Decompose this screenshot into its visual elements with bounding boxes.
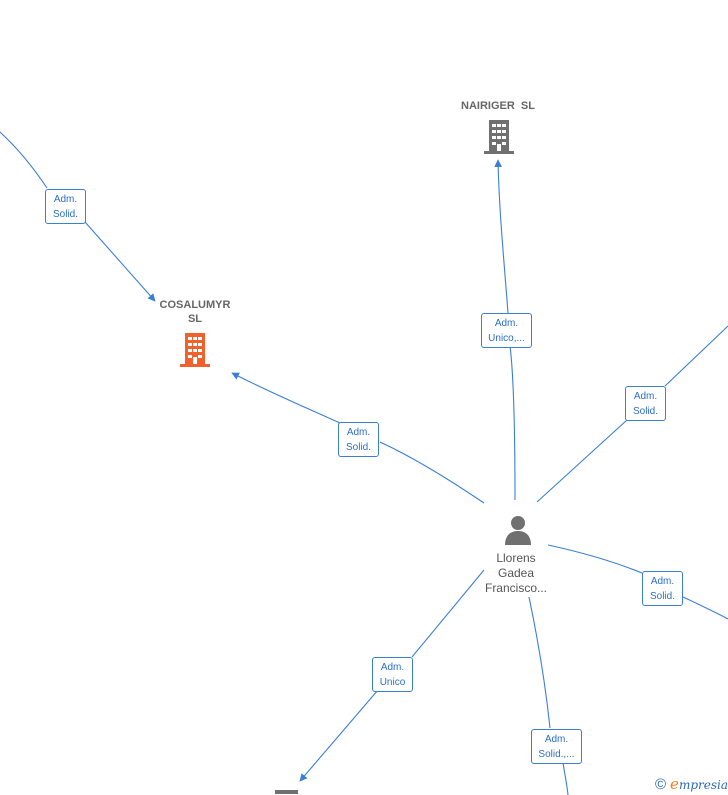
edge-label-line: Solid. xyxy=(345,442,371,453)
building-icon[interactable] xyxy=(482,118,516,155)
edge-label-badge[interactable]: Adm. Solid. xyxy=(338,422,379,457)
edge-person-to-cosalumyr xyxy=(232,373,485,504)
company-name-line: SL xyxy=(187,313,203,325)
company-name-nairiger[interactable]: NAIRIGER SL xyxy=(461,100,535,112)
edge-label-line: Adm. xyxy=(53,194,78,205)
edge-label-badge[interactable]: Adm. Solid. xyxy=(45,189,86,224)
edge-label-line: Adm. xyxy=(346,427,371,438)
edge-person-to-right-middle xyxy=(547,544,728,620)
edge-label-line: Solid. xyxy=(52,209,78,220)
edge-label-line: Solid. xyxy=(632,406,658,417)
edge-label-line: Unico xyxy=(379,677,406,688)
person-name-llorens[interactable]: Llorens Gadea Francisco... xyxy=(466,551,566,596)
edge-person-to-right-upper xyxy=(536,325,728,503)
brand-name: mpresia xyxy=(678,778,728,792)
edge-topleft-to-cosalumyr xyxy=(0,131,155,301)
person-name-line: Francisco... xyxy=(484,581,547,595)
edge-label-line: Adm. xyxy=(650,576,675,587)
partial-node-icon[interactable] xyxy=(275,790,298,794)
edge-label-line: Solid.,... xyxy=(538,749,575,760)
edge-label-badge[interactable]: Adm. Solid.,... xyxy=(531,729,582,764)
edge-person-to-bottom xyxy=(528,596,569,795)
empresia-watermark: ©empresia xyxy=(655,775,728,793)
company-name-cosalumyr[interactable]: COSALUMYR SL xyxy=(145,298,245,326)
person-name-line: Gadea xyxy=(497,566,535,580)
person-name-line: Llorens xyxy=(496,551,536,565)
brand-initial: e xyxy=(670,775,679,793)
edge-label-line: Adm. xyxy=(544,734,569,745)
person-icon[interactable] xyxy=(503,514,533,546)
edge-person-to-bottom-left xyxy=(300,569,485,781)
company-name-line: COSALUMYR xyxy=(159,299,231,311)
edge-label-line: Adm. xyxy=(380,662,405,673)
edge-label-line: Unico,... xyxy=(488,333,525,344)
edge-person-to-nairiger xyxy=(498,160,516,501)
edge-label-badge[interactable]: Adm. Solid. xyxy=(642,571,683,606)
edge-label-badge[interactable]: Adm. Unico xyxy=(372,657,413,692)
edge-label-badge[interactable]: Adm. Solid. xyxy=(625,386,666,421)
edge-label-line: Adm. xyxy=(494,318,519,329)
edge-label-line: Adm. xyxy=(633,391,658,402)
building-icon[interactable] xyxy=(178,331,212,368)
copyright-icon: © xyxy=(654,776,667,793)
edge-label-line: Solid. xyxy=(649,591,675,602)
edge-label-badge[interactable]: Adm. Unico,... xyxy=(481,313,532,348)
